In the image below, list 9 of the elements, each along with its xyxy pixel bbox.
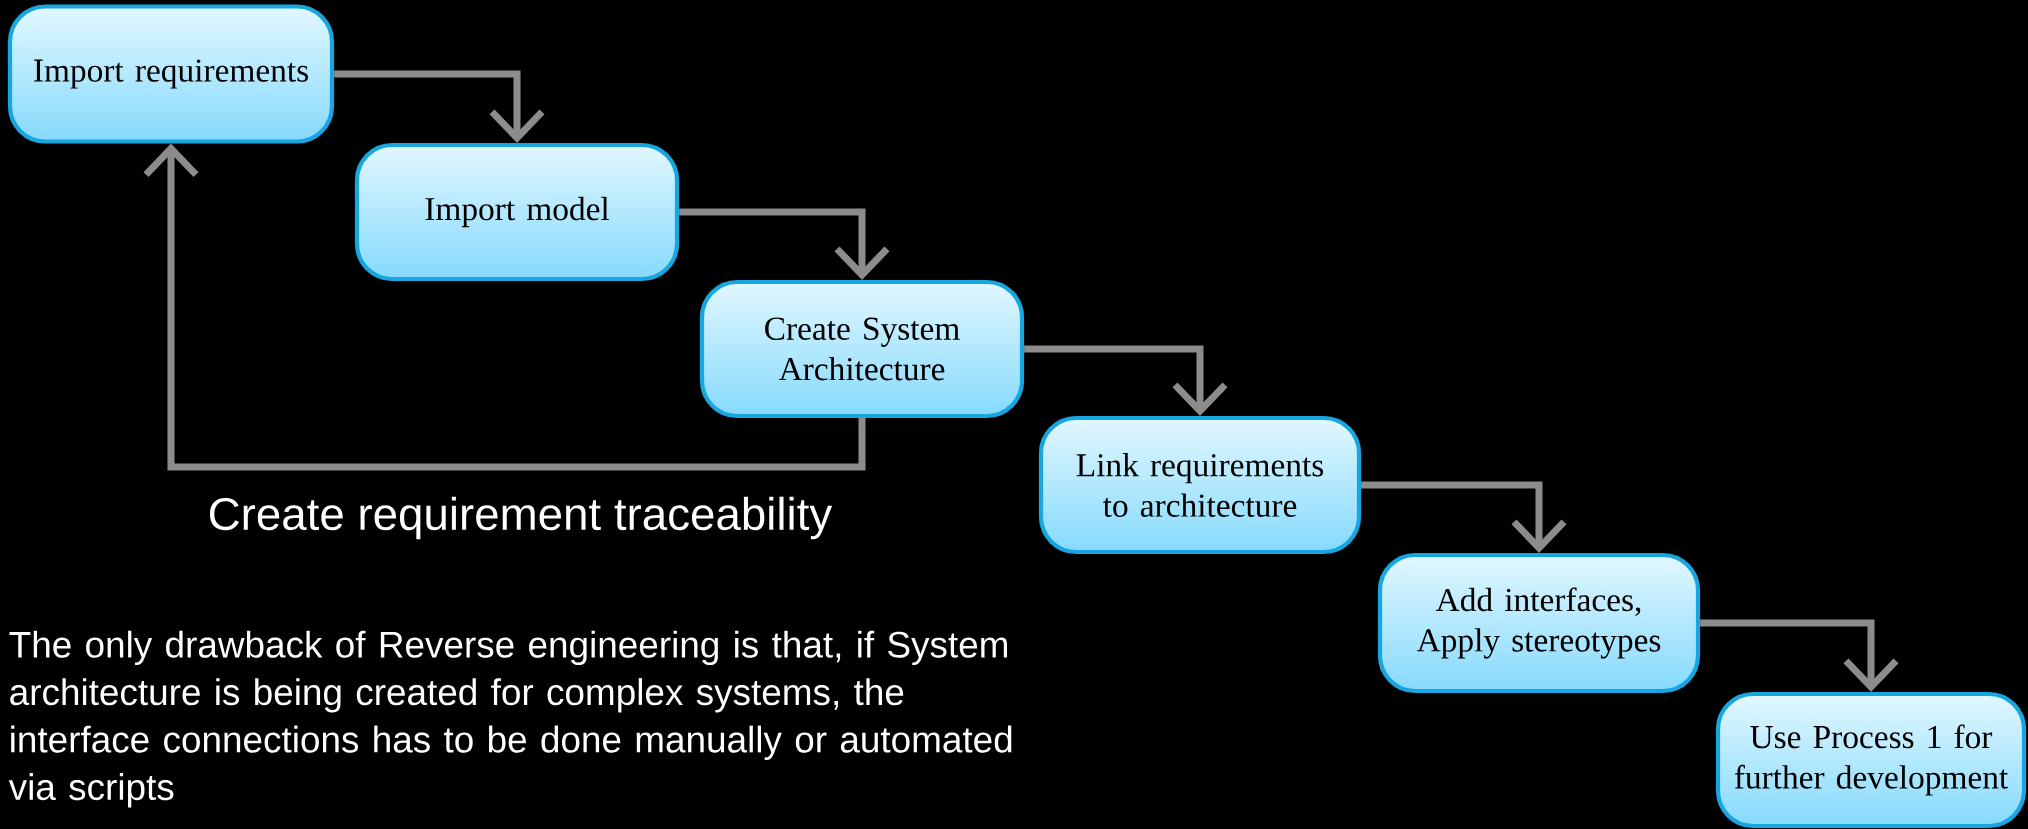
process-box: Add interfaces, Apply stereotypes (1377, 552, 1701, 694)
process-box: Create System Architecture (699, 279, 1025, 419)
process-box: Use Process 1 for further development (1715, 691, 2027, 829)
note-text: The only drawback of Reverse engineering is that, if System architecture is being created for complex systems, the interface connections has to be done manually or automated via scripts (8, 630, 1012, 808)
arrow (143, 143, 866, 471)
process-box: Import model (354, 142, 680, 282)
edge-label: Create requirement traceability (200, 489, 840, 547)
process-box: Import requirements (7, 4, 335, 144)
process-box: Link requirements to architecture (1038, 415, 1362, 555)
